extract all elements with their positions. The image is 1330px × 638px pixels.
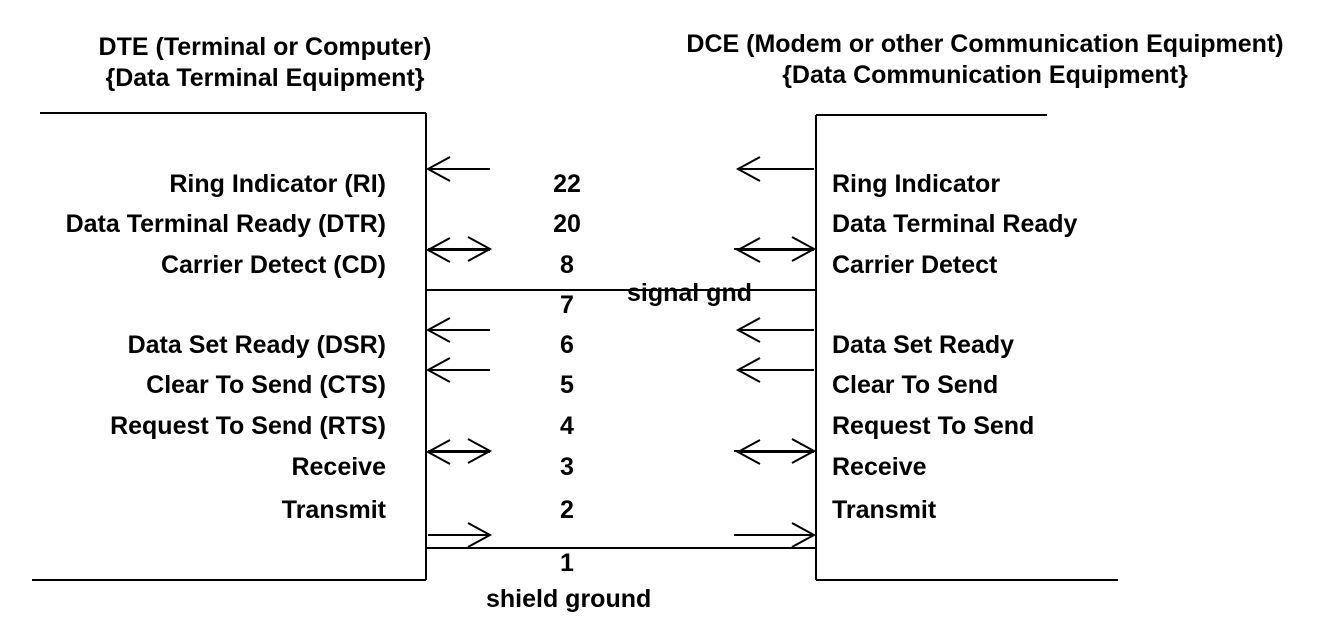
dte-signal-label: Transmit <box>281 496 386 524</box>
dte-arrow-pin-5-head <box>425 357 451 383</box>
dce-arrow-pin-3 <box>735 439 814 465</box>
dce-header: DCE (Modem or other Communication Equipm… <box>645 29 1325 91</box>
dce-arrow-pin-5-head <box>735 357 761 383</box>
pin-number: 5 <box>560 371 574 399</box>
pin-shield-ground: 1 <box>560 549 574 577</box>
dce-arrow-pin-8 <box>735 237 814 263</box>
dte-signal-label: Data Set Ready (DSR) <box>127 331 386 359</box>
dte-arrow-pin-2-head <box>467 522 493 548</box>
dce-signal-label: Carrier Detect <box>832 251 998 279</box>
dte-arrow-pin-3-head <box>425 439 451 465</box>
dce-arrow-pin-2 <box>734 522 817 548</box>
dte-title: DTE (Terminal or Computer) <box>98 33 432 61</box>
dte-arrow-pin-5 <box>425 357 490 383</box>
dce-box <box>815 114 1118 581</box>
pin-number: 20 <box>553 210 581 238</box>
dte-arrow-pin-8 <box>425 237 490 263</box>
dce-signal-label: Transmit <box>832 496 937 524</box>
dte-signal-label: Clear To Send (CTS) <box>146 371 386 399</box>
dce-arrow-pin-3-head <box>735 439 761 465</box>
pin-number: 22 <box>553 170 581 198</box>
dce-signal-label: Ring Indicator <box>832 170 1001 198</box>
dte-signal-label: Ring Indicator (RI) <box>169 170 386 198</box>
dte-signal-label: Receive <box>291 453 386 481</box>
pin-number: 3 <box>560 453 574 481</box>
pin-number: 4 <box>560 412 574 440</box>
dce-signal-label: Data Set Ready <box>832 331 1015 359</box>
signal-ground-label: signal gnd <box>627 279 752 307</box>
pin-number: 8 <box>560 251 574 279</box>
dce-signal-label: Data Terminal Ready <box>832 210 1078 238</box>
dte-box <box>32 112 427 581</box>
dce-arrow-pin-5 <box>735 357 814 383</box>
dce-subtitle: {Data Communication Equipment} <box>782 61 1188 89</box>
dte-arrow-pin-22 <box>425 156 490 182</box>
dte-arrow-pin-22-head <box>425 156 451 182</box>
dte-signal-label: Data Terminal Ready (DTR) <box>65 210 386 238</box>
pin-number: 2 <box>560 496 574 524</box>
signal-arrows <box>425 156 817 548</box>
dte-arrow-pin-6-head <box>425 317 451 343</box>
dce-signal-label: Clear To Send <box>832 371 999 399</box>
dte-arrow-pin-2 <box>428 522 493 548</box>
dce-signal-label: Request To Send <box>832 412 1035 440</box>
dte-arrow-pin-8-head <box>425 237 451 263</box>
dte-arrow-pin-3 <box>425 439 490 465</box>
dte-header: DTE (Terminal or Computer) {Data Termina… <box>40 32 490 94</box>
dce-signal-label: Receive <box>832 453 927 481</box>
dce-arrow-pin-8-head <box>735 237 761 263</box>
dce-arrow-pin-2-head <box>791 522 817 548</box>
dte-arrow-pin-6 <box>425 317 490 343</box>
pin-number: 6 <box>560 331 574 359</box>
dte-subtitle: {Data Terminal Equipment} <box>105 64 425 92</box>
dce-title: DCE (Modem or other Communication Equipm… <box>686 30 1284 58</box>
dce-arrow-pin-22 <box>735 156 814 182</box>
dce-arrow-pin-6-head <box>735 317 761 343</box>
dte-signal-label: Request To Send (RTS) <box>110 412 386 440</box>
shield-ground-label: shield ground <box>486 585 652 613</box>
pin-signal-ground: 7 <box>560 291 574 319</box>
dte-signal-label: Carrier Detect (CD) <box>160 251 386 279</box>
dce-arrow-pin-6 <box>735 317 814 343</box>
dce-arrow-pin-22-head <box>735 156 761 182</box>
